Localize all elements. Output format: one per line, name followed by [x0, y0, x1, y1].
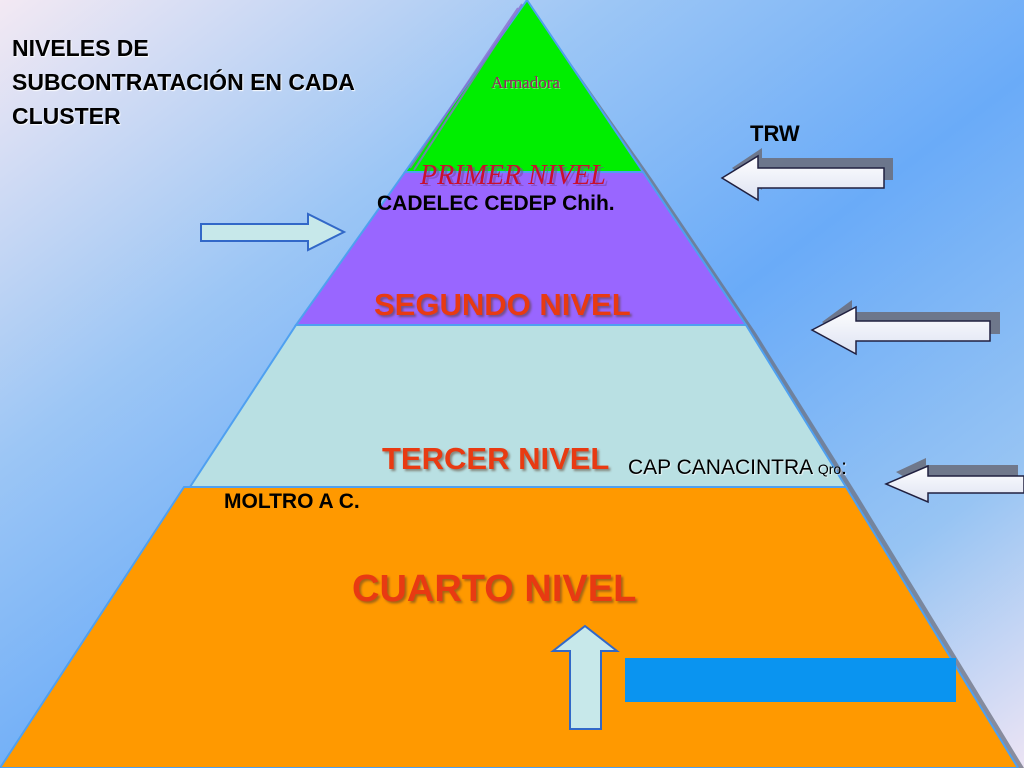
up-arrow	[550, 624, 620, 730]
page-title: NIVELES DE SUBCONTRATACIÓN EN CADA CLUST…	[12, 31, 355, 133]
page-title-line-2: SUBCONTRATACIÓN EN CADA	[12, 69, 355, 95]
blue-box	[625, 658, 956, 702]
cap-canacintra-arrow	[884, 464, 1024, 504]
trw-label: TRW	[750, 121, 800, 146]
page-title-line-1: NIVELES DE	[12, 35, 149, 61]
entry-arrow	[200, 212, 347, 252]
pyramid-apex-edge	[409, 3, 523, 171]
apex-label: Armadora	[491, 73, 560, 92]
level-4-label: CUARTO NIVEL	[352, 568, 637, 610]
cap-canacintra-main: CAP CANACINTRA	[628, 456, 818, 479]
cap-canacintra-qro: Qro	[817, 461, 842, 477]
moltro-label: MOLTRO A C.	[224, 490, 360, 513]
trw-arrow	[720, 154, 885, 202]
level-1-label: PRIMER NIVEL	[420, 160, 606, 191]
level-2-label: SEGUNDO NIVEL	[374, 287, 631, 322]
cadelec-label: CADELEC CEDEP Chih.	[377, 192, 615, 215]
cap-canacintra-colon: :	[841, 456, 848, 479]
level-3-label: TERCER NIVEL	[382, 441, 610, 476]
level-2-arrow	[810, 305, 991, 356]
cap-canacintra-label: CAP CANACINTRA Qro:	[628, 456, 847, 480]
page-title-line-3: CLUSTER	[12, 103, 121, 129]
